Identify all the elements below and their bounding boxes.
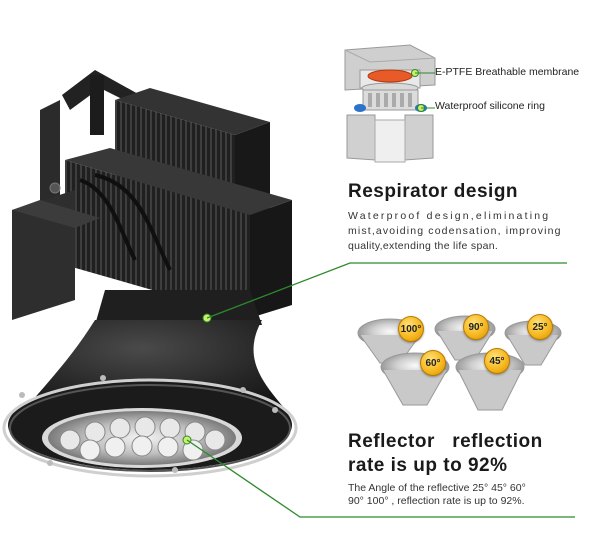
respirator-title: Respirator design <box>348 181 519 202</box>
membrane-cutaway-illustration <box>344 44 436 163</box>
reflector-callout-line <box>186 439 575 518</box>
angle-badge-45: 45° <box>484 348 510 374</box>
lamp-neck <box>95 290 262 325</box>
reflector-desc-line-2: 90° 100° , reflection rate is up to 92%. <box>348 495 525 507</box>
angle-badge-90: 90° <box>463 314 489 340</box>
led-lens-array <box>59 416 226 461</box>
angle-badge-100: 100° <box>398 316 424 342</box>
angle-badge-60: 60° <box>420 350 446 376</box>
respirator-desc-line-3: quality,extending the life span. <box>348 240 499 252</box>
reflector-title-line-2: rate is up to 92% <box>348 455 508 476</box>
guard-bolts <box>19 375 278 473</box>
angle-badge-25: 25° <box>527 314 553 340</box>
respirator-desc-line-2: mist,avoiding codensation, improving <box>348 225 562 237</box>
membrane-label: E-PTFE Breathable membrane <box>435 66 580 78</box>
reflector-title-line-1: Reflector reflection <box>348 431 543 452</box>
heatsink-lower <box>12 148 292 320</box>
silicone-ring-label: Waterproof silicone ring <box>435 100 545 112</box>
respirator-desc-line-1: Waterproof design,eliminating <box>348 210 551 222</box>
reflector-desc-line-1: The Angle of the reflective 25° 45° 60° <box>348 482 526 494</box>
membrane-callout-lines <box>415 72 435 109</box>
respirator-callout-line <box>206 262 567 319</box>
